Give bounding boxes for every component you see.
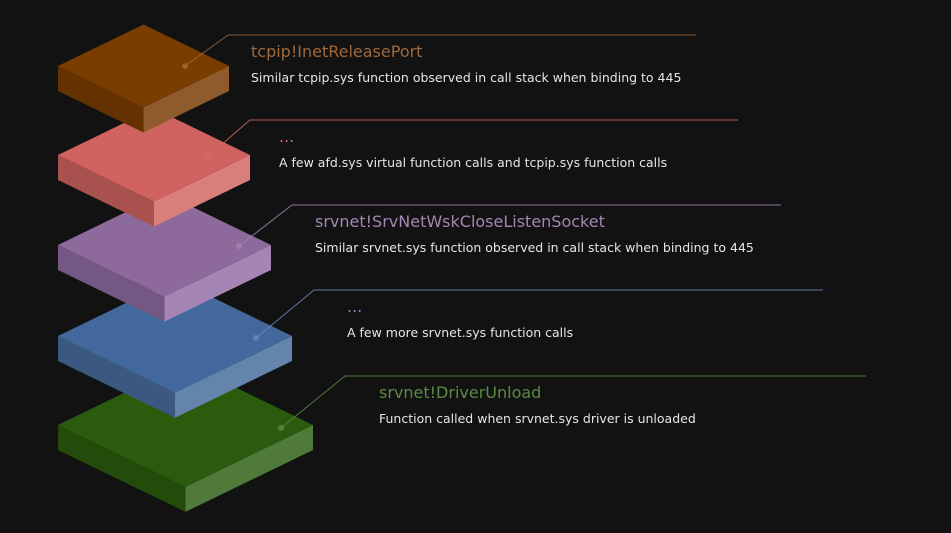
block-left-face bbox=[58, 66, 144, 133]
block-left-face bbox=[58, 245, 165, 322]
leader-line bbox=[238, 204, 781, 247]
anchor-dot bbox=[182, 63, 188, 69]
layer-block-4 bbox=[58, 279, 292, 418]
anchor-dot bbox=[236, 243, 242, 249]
leader-line bbox=[184, 34, 696, 67]
leader-line bbox=[206, 119, 738, 158]
layer-block-1 bbox=[58, 24, 229, 133]
layer-description: A few more srvnet.sys function calls bbox=[347, 325, 573, 340]
layer-description: Similar tcpip.sys function observed in c… bbox=[251, 70, 681, 85]
block-top-face bbox=[58, 108, 250, 202]
layer-title: srvnet!DriverUnload bbox=[379, 383, 541, 402]
block-top-face bbox=[58, 279, 292, 393]
layer-block-5 bbox=[58, 363, 313, 512]
block-left-face bbox=[58, 336, 175, 418]
anchor-dot bbox=[204, 154, 210, 160]
block-top-face bbox=[58, 193, 271, 297]
layer-title: srvnet!SrvNetWskCloseListenSocket bbox=[315, 212, 605, 231]
block-left-face bbox=[58, 425, 186, 512]
layer-title: tcpip!InetReleasePort bbox=[251, 42, 422, 61]
layer-callout-3: srvnet!SrvNetWskCloseListenSocketSimilar… bbox=[236, 204, 781, 255]
block-top-face bbox=[58, 363, 313, 487]
layer-title: ... bbox=[347, 297, 362, 316]
layer-description: A few afd.sys virtual function calls and… bbox=[279, 155, 667, 170]
block-right-face bbox=[175, 336, 292, 418]
leader-line bbox=[255, 289, 823, 339]
anchor-dot bbox=[278, 425, 284, 431]
leader-line bbox=[280, 375, 866, 429]
block-left-face bbox=[58, 155, 154, 227]
layer-block-2 bbox=[58, 108, 250, 227]
block-top-face bbox=[58, 24, 229, 108]
layer-description: Similar srvnet.sys function observed in … bbox=[315, 240, 754, 255]
block-right-face bbox=[143, 66, 229, 133]
layer-description: Function called when srvnet.sys driver i… bbox=[379, 411, 696, 426]
layer-title: ... bbox=[279, 127, 294, 146]
anchor-dot bbox=[253, 335, 259, 341]
block-right-face bbox=[185, 425, 313, 512]
layer-callout-2: ... A few afd.sys virtual function calls … bbox=[204, 119, 738, 170]
block-right-face bbox=[154, 155, 250, 227]
layer-block-3 bbox=[58, 193, 271, 322]
layer-callout-4: ... A few more srvnet.sys function calls bbox=[253, 289, 823, 341]
block-right-face bbox=[164, 245, 271, 322]
